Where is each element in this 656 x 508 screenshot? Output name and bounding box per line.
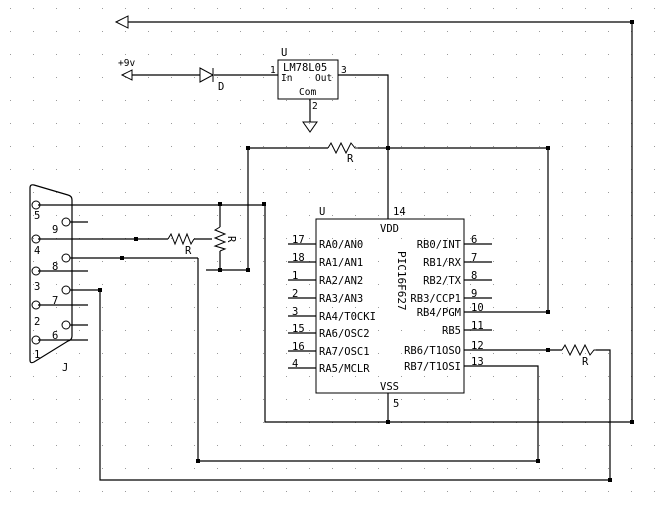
mcu-vdd-pin: 14 [393,206,406,218]
resistor-vertical: R [213,226,237,252]
mcu-pin-number: 12 [471,340,484,352]
mcu-pin-name: RA1/AN1 [319,257,363,269]
mcu-left-pins: 17 RA0/AN0 18 RA1/AN1 1 RA2/AN2 2 RA3/AN3 3 RA4/T… [292,234,376,375]
connector-pin-number: 1 [34,349,40,361]
mcu-vss-pin: 5 [393,398,399,410]
connector-pin [61,320,71,330]
mcu-pin-number: 10 [471,302,484,314]
mcu-pin-name: RB0/INT [417,239,462,251]
connector-pin [61,217,71,227]
mcu-pin-number: 9 [471,288,477,300]
mcu-pin-number: 3 [292,306,298,318]
connector-pin-number: 6 [52,330,58,342]
resistor-top-label: R [347,153,354,165]
connector-pin-number: 4 [34,245,40,257]
mcu-pin-name: RA3/AN3 [319,293,363,305]
mcu-pin-number: 1 [292,270,298,282]
regulator-pin-out: Out [315,73,332,84]
mcu-pin-number: 7 [471,252,477,264]
mcu-pin-number: 11 [471,320,484,332]
regulator: U LM78L05 In Out Com 1 3 2 [270,47,347,112]
mcu-pin-name: RA7/OSC1 [319,346,370,358]
mcu-pin-name: RB3/CCP1 [410,293,461,305]
mcu-pin-number: 6 [471,234,477,246]
mcu-pin-name: RA6/OSC2 [319,328,370,340]
connector-pin [31,335,41,345]
mcu-pin-name: RA2/AN2 [319,275,363,287]
mcu-pin-number: 16 [292,341,305,353]
mcu-pin-name: RA0/AN0 [319,239,363,251]
connector-pin-number: 7 [52,295,58,307]
mcu-pin-name: RA5/MCLR [319,363,370,375]
mcu-ref: U [319,206,325,218]
resistor-left: R [167,232,195,257]
grid-dots [10,8,655,492]
regulator-pin1: 1 [270,65,276,76]
connector-pin [31,234,41,244]
mcu-pin-number: 18 [292,252,305,264]
mcu-pin-name: RB7/T1OSI [404,361,461,373]
connector-ref: J [62,362,68,374]
connector-shell [29,184,73,364]
regulator-pin-com: Com [299,87,316,98]
mcu-pin-number: 2 [292,288,298,300]
connector-pin [61,285,71,295]
mcu-part: PIC16F627 [395,251,408,311]
mcu-pin-number: 8 [471,270,477,282]
junctions [98,20,634,482]
diode-label: D [218,81,224,93]
resistor-left-label: R [185,245,192,257]
connector-pin [31,266,41,276]
connector-pin-number: 5 [34,210,40,222]
mcu-pin-name: RB5 [442,325,461,337]
regulator-ref: U [281,47,287,59]
connector-pin [31,300,41,310]
mcu-pin-name: RB1/RX [423,257,462,269]
mcu-pin-name: RA4/T0CKI [319,311,376,323]
connector-pin-number: 8 [52,261,58,273]
wire-top-return [38,21,633,423]
mcu-pin-name: RB2/TX [423,275,462,287]
connector-pin [61,253,71,263]
regulator-pin3: 3 [341,65,347,76]
connector-pin-number: 2 [34,316,40,328]
connector-pin [31,200,41,210]
mcu-pin-name: RB6/T1OSO [404,345,461,357]
resistor-right-label: R [582,356,589,368]
arrow-top-icon [114,15,129,29]
regulator-part: LM78L05 [283,62,327,74]
mcu-pin-name: RB4/PGM [417,307,461,319]
mcu-pin-number: 13 [471,356,484,368]
supply-label: +9v [118,58,135,69]
mcu-vdd: VDD [380,223,399,235]
diode: D [199,67,224,93]
resistor-right: R [561,343,596,368]
ground-icon [302,121,318,133]
connector-pin-number: 3 [34,281,40,293]
connector-pin-number: 9 [52,224,58,236]
wires [38,15,633,481]
regulator-pin-in: In [281,73,292,84]
mcu-vss: VSS [380,381,399,393]
resistor-vertical-label: R [225,236,237,243]
regulator-pin2: 2 [312,101,318,112]
resistor-top: R [327,141,358,165]
mcu-pin-number: 15 [292,323,305,335]
mcu-pin-number: 4 [292,358,298,370]
supply-arrow-icon [120,69,133,81]
mcu-pin-number: 17 [292,234,305,246]
